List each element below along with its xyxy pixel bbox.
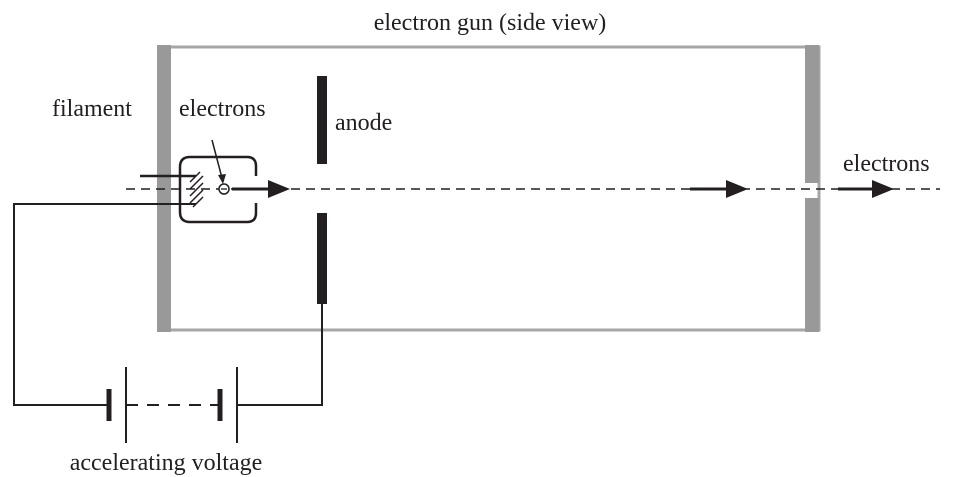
- electrons-outside-label: electrons: [843, 151, 930, 177]
- filament-label: filament: [52, 96, 132, 122]
- accelerating-voltage-label: accelerating voltage: [70, 450, 263, 476]
- filament-hatch: [189, 171, 204, 208]
- anode-lower-plate: [317, 213, 327, 304]
- cathode-housing: [178, 155, 258, 224]
- anode-upper-plate: [317, 76, 327, 164]
- electrons-pointer-arrowhead: [218, 174, 226, 184]
- anode-label: anode: [335, 110, 392, 136]
- beam-arrow-2-head: [726, 180, 748, 198]
- circuit-wire-right: [237, 304, 323, 406]
- title-label: electron gun (side view): [374, 10, 607, 36]
- electrons-pointer-line: [211, 139, 223, 179]
- chamber-right-wall-lower: [805, 198, 819, 332]
- circuit-wire-left: [13, 203, 196, 406]
- chamber-right-wall-upper: [805, 45, 819, 183]
- electrons-inside-label: electrons: [179, 96, 266, 122]
- beam-arrow-3-head: [872, 180, 894, 198]
- beam-arrow-1-head: [268, 180, 290, 198]
